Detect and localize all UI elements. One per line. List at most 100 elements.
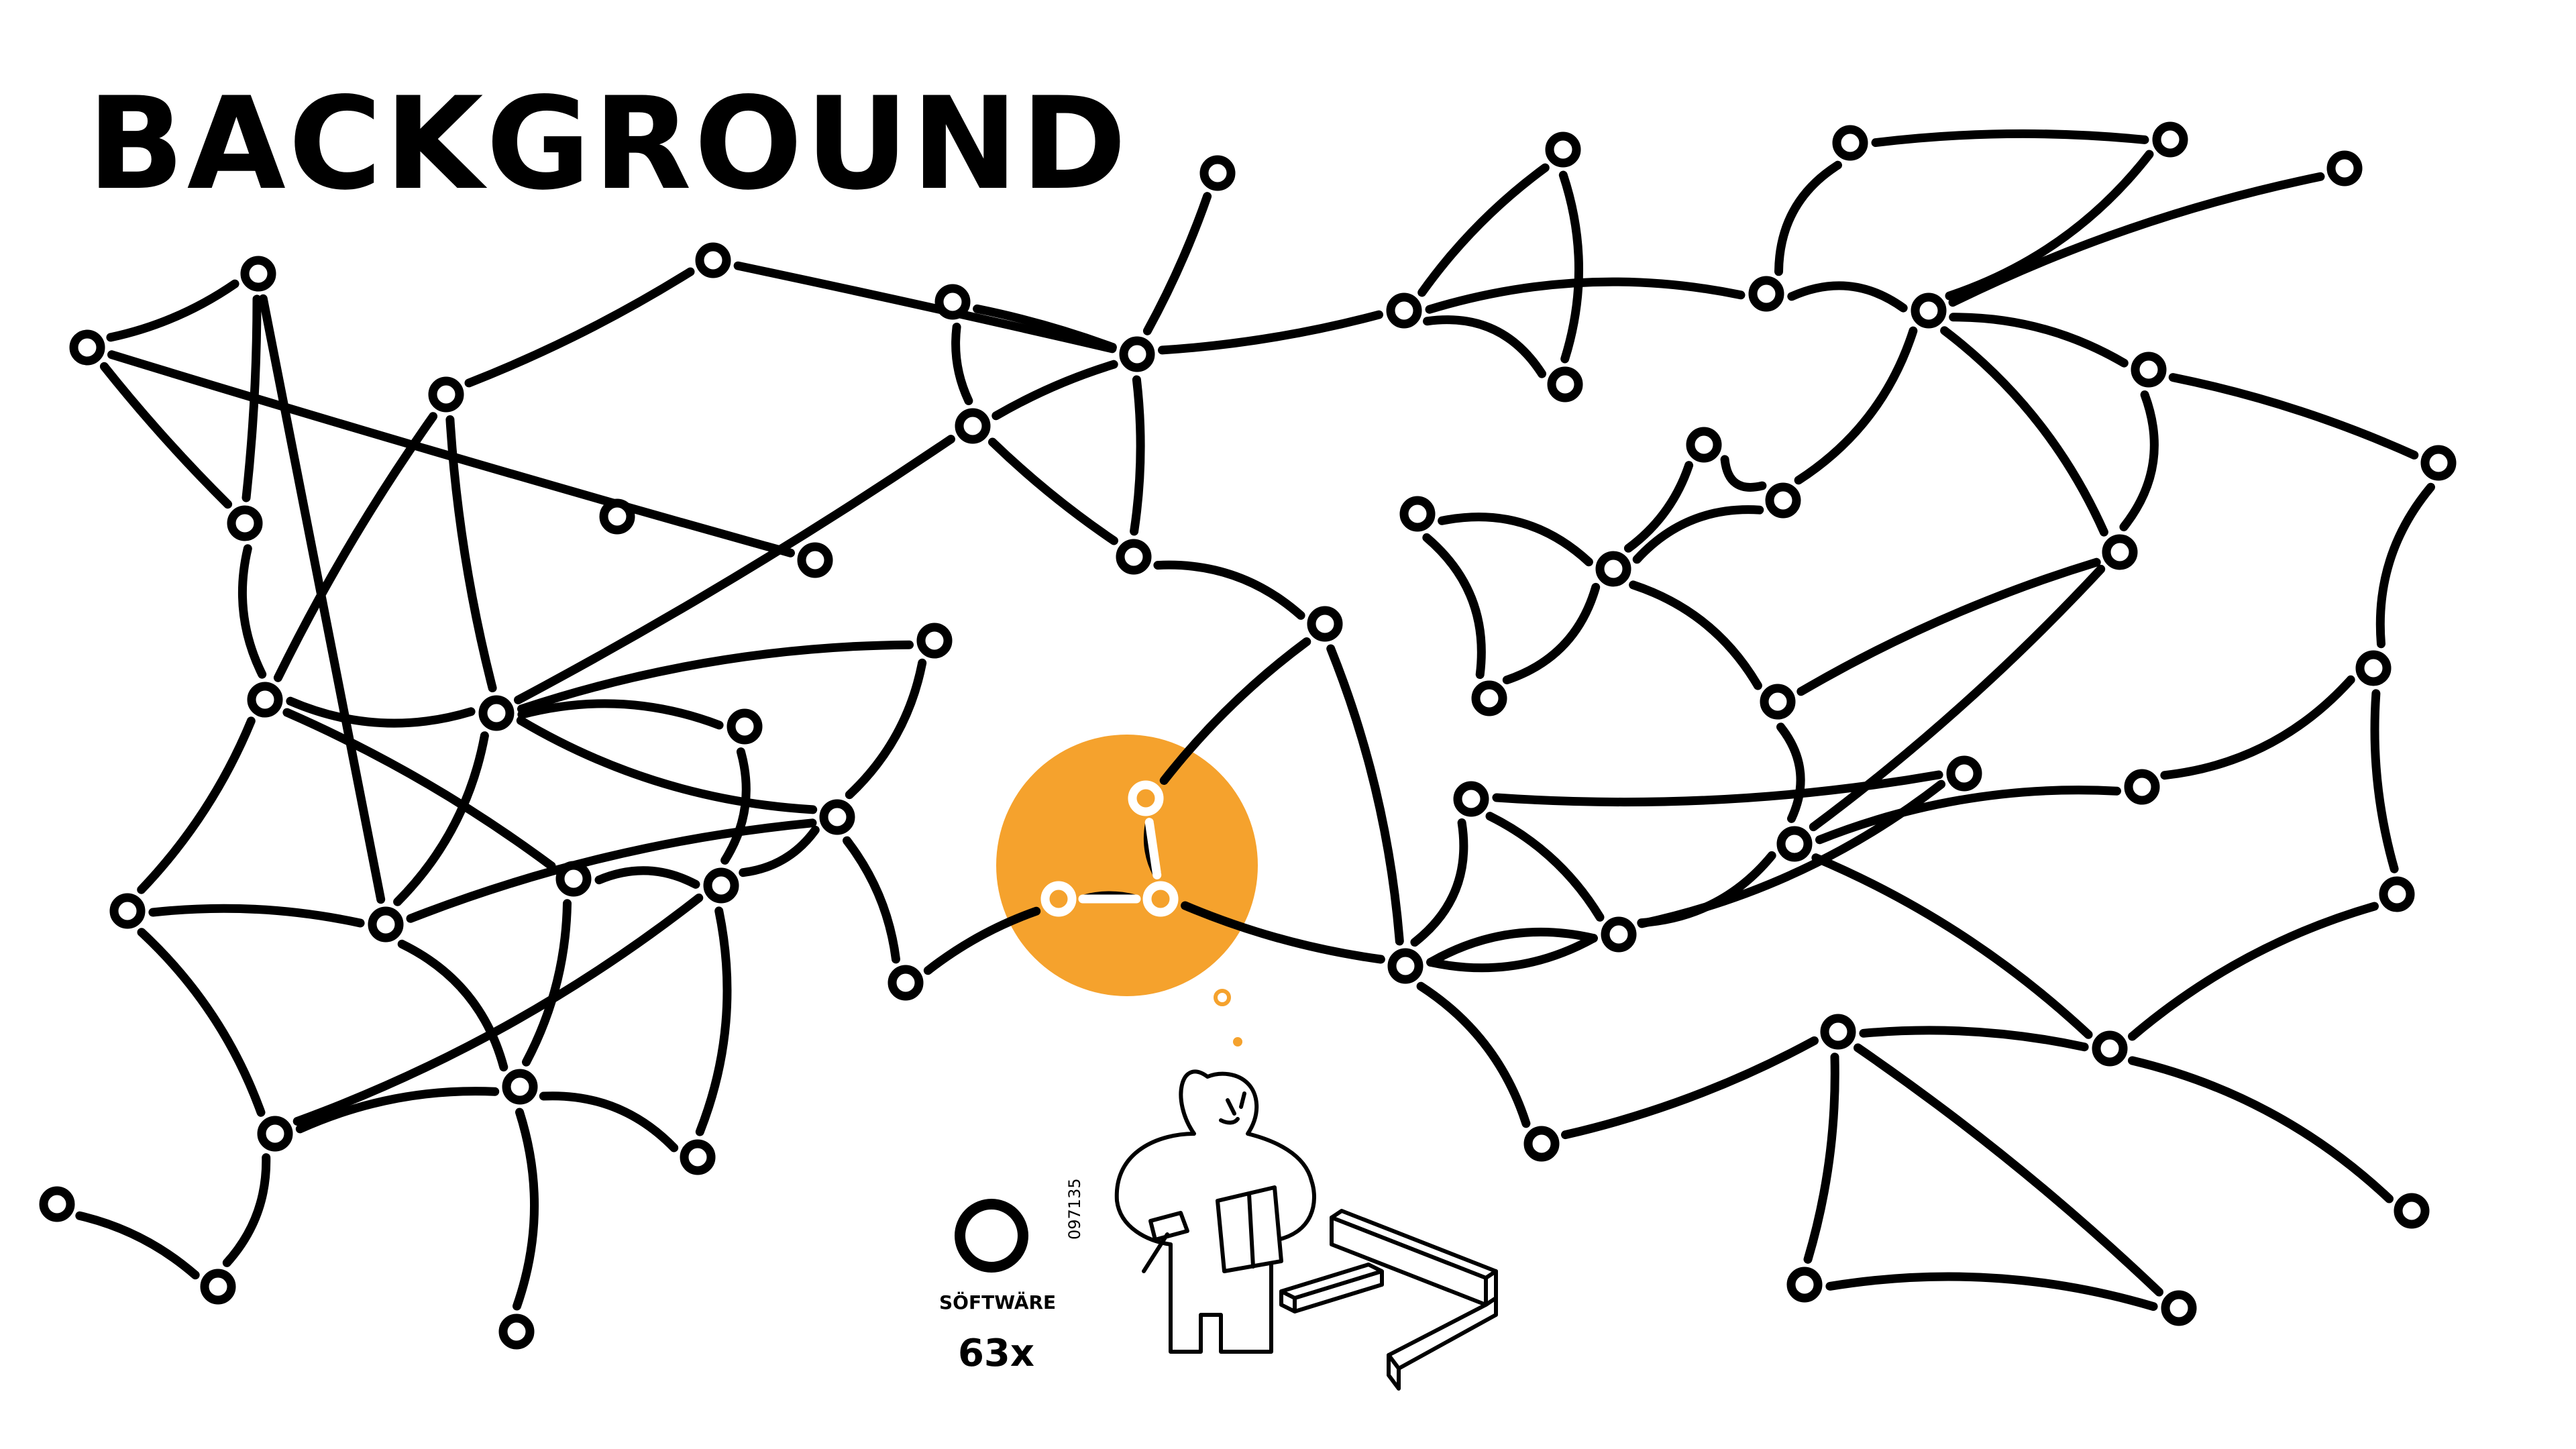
edge-n36-n45 [1794, 326, 1918, 485]
edge-n8-n13 [514, 435, 955, 704]
graph-node [819, 799, 855, 835]
edge-n48-n40 [2375, 482, 2435, 649]
edge-n34-n35 [1774, 160, 1842, 276]
graph-node [2124, 769, 2160, 805]
edge-n5-n8 [951, 323, 973, 405]
graph-node [727, 708, 763, 745]
page-title: BACKGROUND [87, 70, 1130, 218]
edge-n30-n55 [1416, 981, 1531, 1128]
graph-node [109, 893, 146, 929]
graph-node [1119, 336, 1155, 372]
edge-n17-n18 [148, 904, 365, 928]
edge-n49-n53 [1485, 812, 1605, 922]
graph-node [703, 867, 739, 904]
edge-n56-n59 [1854, 1043, 2163, 1297]
graph-node [478, 695, 515, 731]
edge-n43-n45 [1632, 505, 1764, 564]
edge-n26-n27 [75, 1211, 200, 1280]
edge-n46-n52 [1809, 564, 2106, 832]
edge-n41-n43 [1438, 513, 1593, 567]
edge-n18-n16 [406, 818, 817, 923]
edge-n12-n11 [237, 544, 267, 679]
graph-nodes [39, 121, 2457, 1350]
graph-node [1199, 155, 1236, 191]
edge-n56-n55 [1561, 1036, 1819, 1140]
edge-n19-n25 [522, 899, 572, 1067]
edge-n1-n11 [99, 362, 233, 509]
edge-n37-n36 [1945, 150, 2154, 301]
graph-node [955, 408, 991, 444]
graph-node [1946, 755, 1982, 792]
edge-n52-n57 [1811, 853, 2093, 1039]
edge-n36-n38 [1948, 172, 2325, 307]
edge-n25-n29 [539, 1091, 679, 1152]
edge-n13-n18 [393, 731, 489, 906]
edge-n30-n53 [1426, 927, 1598, 967]
edge-n48-n51 [2160, 675, 2355, 780]
graph-node [1453, 781, 1489, 817]
edge-n36-n46 [1940, 326, 2108, 537]
edge-n53-n30 [1426, 934, 1598, 973]
graph-node [797, 542, 833, 578]
brand-code: 097135 [1065, 1178, 1084, 1240]
edge-n19-n20 [594, 866, 700, 889]
graph-node [227, 505, 263, 541]
edge-n24-n27 [222, 1153, 271, 1267]
graph-node [1820, 1014, 1856, 1050]
highlight-circle [996, 735, 1258, 996]
edge-n2-n11 [241, 294, 262, 502]
edge-n23-h1 [1159, 637, 1311, 785]
graph-node [1307, 606, 1343, 642]
graph-node [555, 861, 592, 897]
edge-h3-n30 [1181, 901, 1385, 964]
graph-node [1786, 1267, 1823, 1303]
edge-n41-n42 [1422, 533, 1486, 680]
edge-n56-n58 [1803, 1053, 1839, 1264]
graph-edges [75, 129, 2435, 1311]
graph-node [1748, 276, 1784, 312]
edge-n39-n46 [2119, 390, 2159, 531]
graph-node [1387, 948, 1424, 984]
edge-n7-n22 [1130, 375, 1145, 536]
graph-node [39, 1186, 75, 1222]
edge-n39-n40 [2168, 373, 2419, 460]
edge-n21-h2 [923, 906, 1041, 975]
highlighted-node [1040, 881, 1077, 917]
thought-bubble-dot [1233, 1037, 1242, 1046]
edge-n57-n60 [2128, 1056, 2394, 1203]
brand-logo-icon [955, 1199, 1028, 1273]
edge-n57-n54 [2128, 902, 2379, 1041]
edge-n4-n7 [733, 261, 1117, 354]
graph-node [1471, 680, 1507, 716]
graph-node [1911, 292, 1947, 329]
edge-n13-n15 [517, 640, 914, 714]
highlighted-node [1128, 780, 1164, 816]
graph-node [368, 906, 404, 943]
edge-n47-n52 [1776, 722, 1805, 823]
edge-n7-n32 [1158, 310, 1383, 355]
graph-node [1116, 539, 1152, 575]
graph-node [1776, 826, 1813, 862]
graph-node [247, 682, 283, 718]
edge-n35-n37 [1871, 129, 2149, 148]
graph-node [240, 256, 276, 292]
graph-node [498, 1313, 535, 1350]
edge-n7-n8 [991, 360, 1118, 421]
edge-n20-n24 [292, 894, 704, 1126]
edge-n49-n30 [1410, 818, 1468, 947]
edge-n12-n19 [282, 708, 556, 871]
graph-node [1601, 916, 1637, 953]
graph-node [888, 965, 924, 1001]
graph-node [1399, 496, 1436, 532]
edge-n3-n12 [273, 412, 438, 682]
edge-n16-n20 [739, 825, 820, 877]
edge-n54-n48 [2370, 689, 2399, 873]
graph-node [2394, 1193, 2430, 1229]
furniture-pieces-icon [1279, 1209, 1498, 1391]
edge-n32-n33 [1423, 315, 1546, 378]
edge-n13-n12 [286, 696, 476, 728]
graph-node [2326, 150, 2363, 186]
graph-node [1686, 427, 1722, 463]
graph-node [2092, 1030, 2128, 1067]
edge-n7-n6 [1142, 192, 1212, 335]
